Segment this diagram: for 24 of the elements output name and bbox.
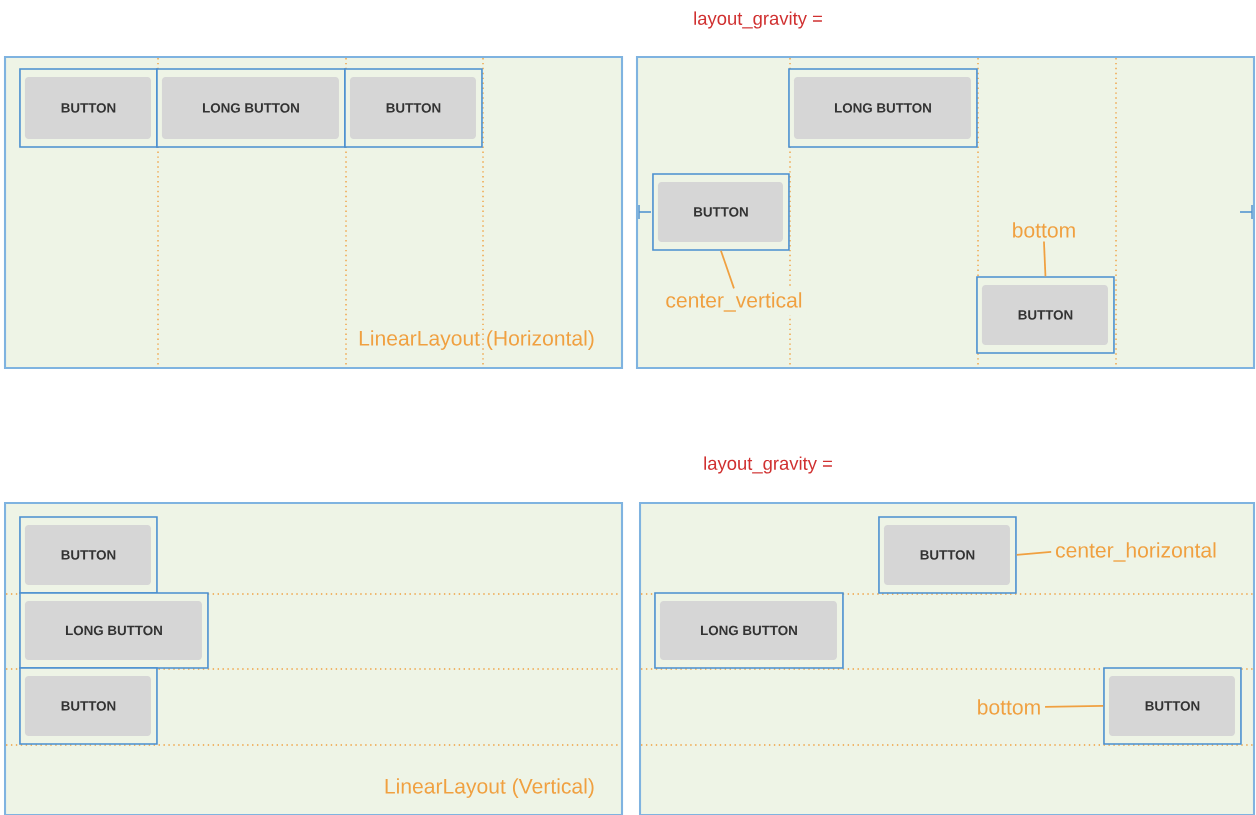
- button: BUTTON: [976, 276, 1115, 354]
- gravity-label: center_vertical: [661, 288, 807, 316]
- button: LONG BUTTON: [788, 68, 978, 148]
- gravity-label: bottom: [973, 695, 1045, 719]
- leader-line: [720, 249, 735, 290]
- leader-line: [1043, 240, 1047, 278]
- gravity-label: center_horizontal: [1051, 538, 1221, 566]
- leader-line: [1015, 551, 1053, 556]
- button: BUTTON: [19, 516, 158, 594]
- layout-label: LinearLayout (Vertical): [382, 776, 597, 800]
- button: BUTTON: [878, 516, 1017, 594]
- button: BUTTON: [1103, 667, 1242, 745]
- gravity-label: bottom: [1008, 218, 1080, 242]
- button: BUTTON: [19, 667, 158, 745]
- heading: layout_gravity =: [694, 11, 822, 29]
- button: BUTTON: [19, 68, 158, 148]
- button: LONG BUTTON: [654, 592, 844, 669]
- button: BUTTON: [652, 173, 790, 251]
- button: BUTTON: [344, 68, 483, 148]
- leader-line: [1044, 705, 1105, 708]
- layout-label: LinearLayout (Horizontal): [356, 328, 597, 352]
- button: LONG BUTTON: [156, 68, 346, 148]
- heading: layout_gravity =: [704, 456, 832, 474]
- button: LONG BUTTON: [19, 592, 209, 669]
